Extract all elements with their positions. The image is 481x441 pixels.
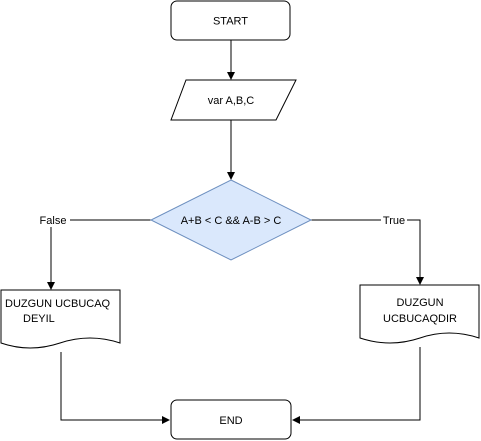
edge-decision-to-left-output — [47, 219, 151, 290]
right-output-line2: UCBUCAQDIR — [383, 313, 457, 325]
true-label-bg — [381, 213, 407, 227]
input-node-label: var A,B,C — [208, 95, 255, 107]
end-node-label: END — [219, 415, 242, 427]
edge-right-output-to-end — [292, 347, 421, 424]
end-node — [170, 399, 292, 440]
edge-label-false: False — [40, 215, 67, 227]
right-output-line1: DUZGUN — [396, 297, 443, 309]
right-output-node — [359, 284, 480, 344]
false-label-bg — [36, 213, 70, 227]
decision-node-label: A+B < C && A-B > C — [181, 215, 282, 227]
decision-node — [149, 179, 313, 261]
start-node — [170, 0, 291, 41]
input-node — [170, 79, 297, 121]
edge-label-true: True — [383, 215, 405, 227]
left-output-line2: DEYIL — [23, 313, 55, 325]
left-output-node — [0, 289, 121, 349]
start-node-label: START — [213, 16, 248, 28]
edge-left-output-to-end — [60, 352, 170, 424]
left-output-line1: DUZGUN UCBUCAQ — [5, 298, 111, 310]
edge-decision-to-right-output — [311, 219, 424, 285]
